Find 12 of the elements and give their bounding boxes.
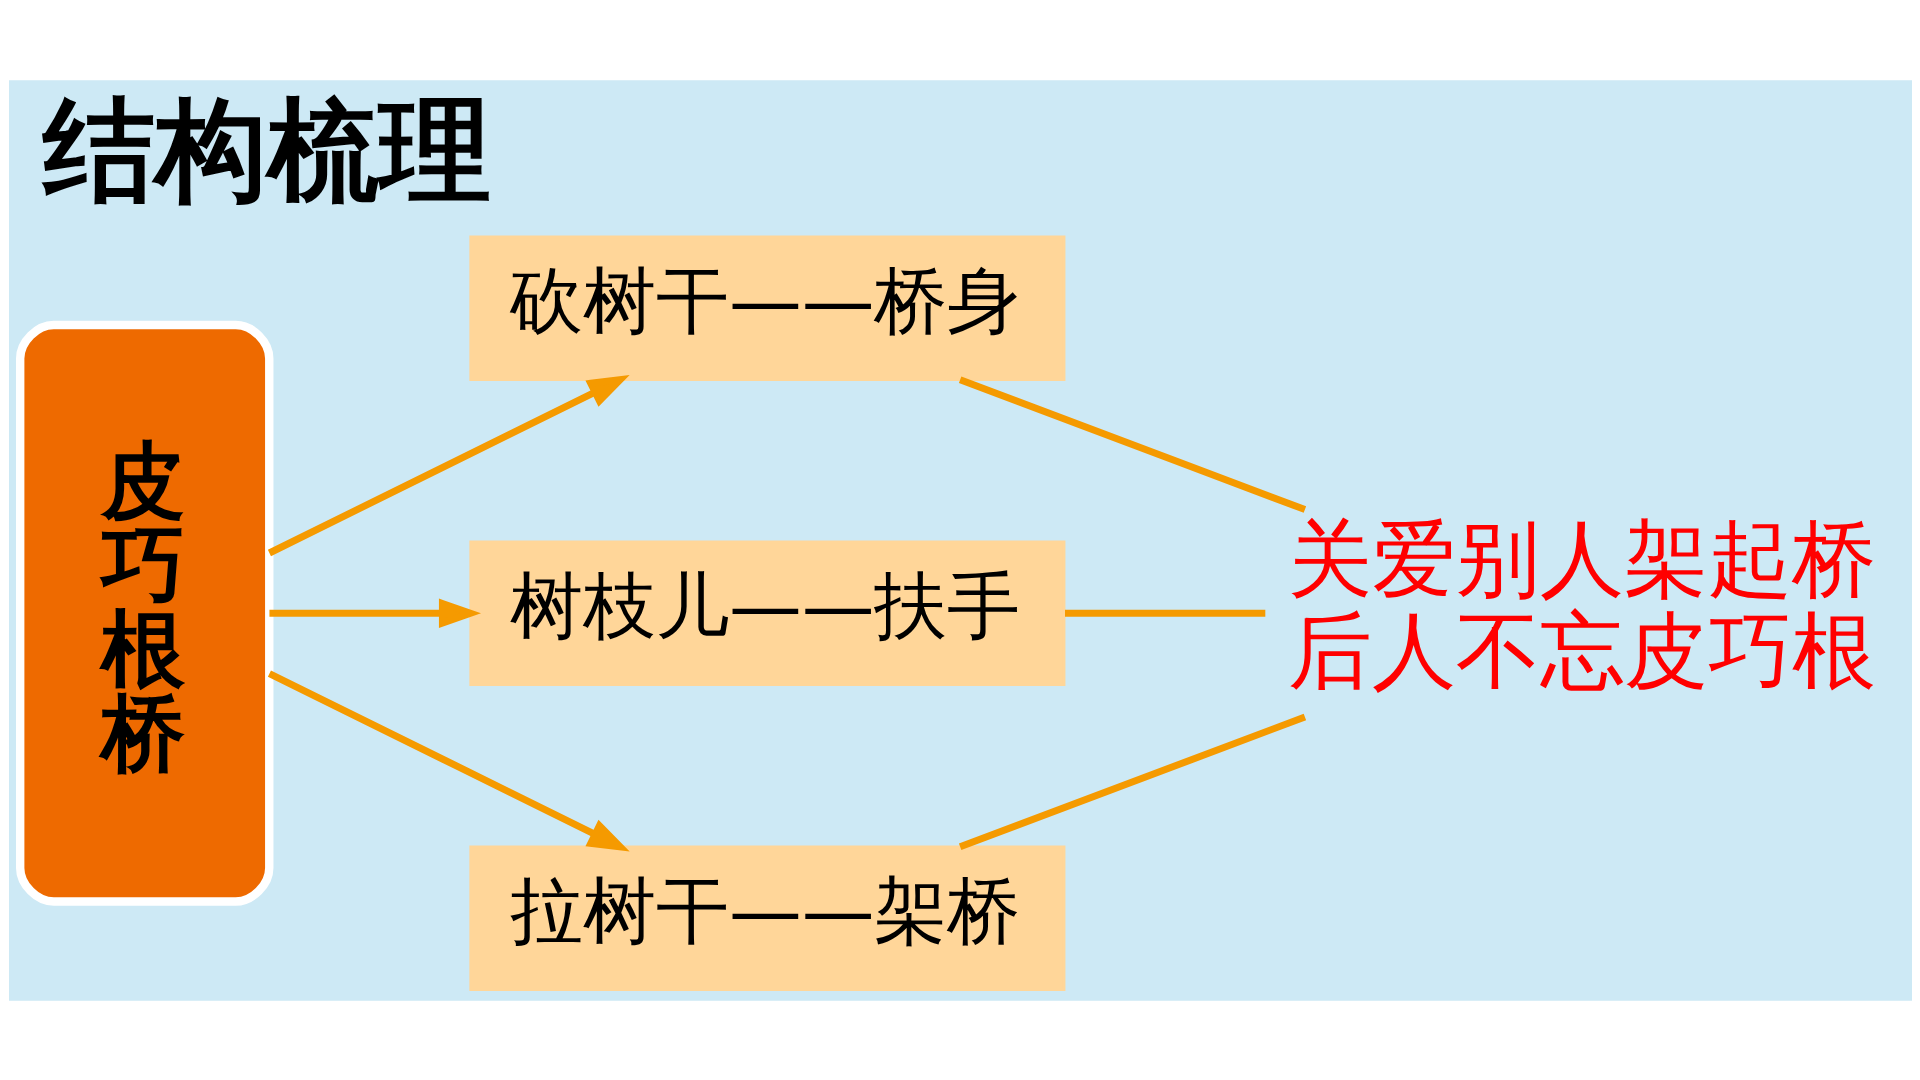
connector	[958, 375, 1306, 513]
diagram-title: 结构梳理	[42, 84, 491, 215]
node-box: 皮巧根桥	[15, 320, 273, 906]
connector	[958, 713, 1306, 850]
arrow	[268, 598, 481, 628]
arrow	[267, 669, 630, 852]
node-box: 拉树干——架桥	[468, 845, 1065, 991]
connector	[1064, 609, 1265, 617]
node-text: 关爱别人架起桥 后人不忘皮巧根	[1287, 509, 1876, 700]
arrow	[267, 374, 630, 556]
node-box: 砍树干——桥身	[468, 234, 1065, 381]
node-box: 树枝儿——扶手	[468, 540, 1065, 686]
